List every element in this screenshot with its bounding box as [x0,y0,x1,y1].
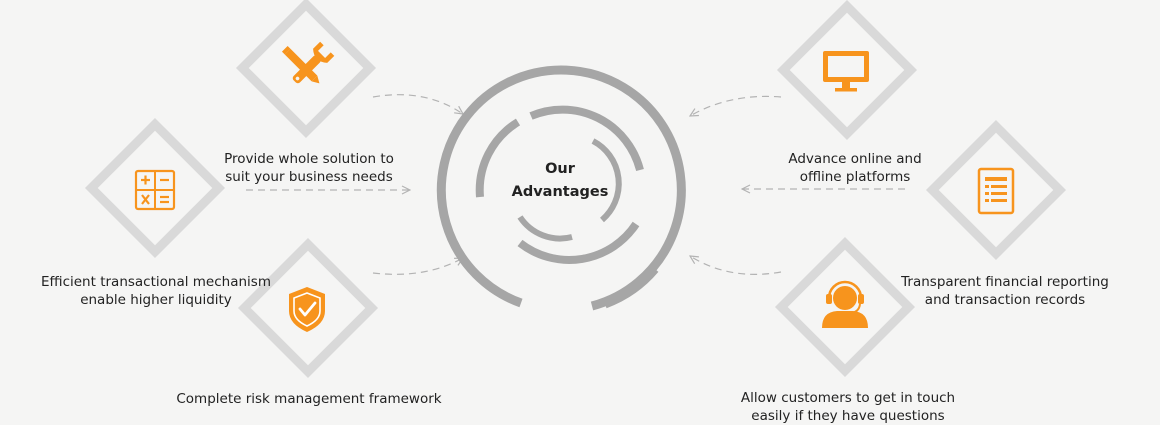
label-risk-management: Complete risk management framework [168,390,450,408]
diamond-monitor [776,0,918,141]
label-financial-reporting: Transparent financial reporting and tran… [888,273,1122,309]
diamond-headset [774,236,916,378]
monitor-icon [823,51,869,92]
label-line: enable higher liquidity [80,292,232,308]
arrow-tools [372,94,463,114]
diamond-calculator [84,117,226,259]
diamond-report [925,119,1067,261]
center-title: Our Advantages [495,158,625,204]
arrow-monitor [690,95,782,116]
wrench-icon [292,41,335,84]
shield-check-icon [289,287,325,332]
calculator-icon [134,169,176,211]
center-title-line-2: Advantages [511,184,609,200]
advantages-rings [436,65,686,311]
diamond-shield [237,237,379,379]
diamond-tools [235,0,377,139]
label-line: and transaction records [924,292,1086,308]
headset-user-icon [822,280,868,328]
label-line: Efficient transactional mechanism [41,274,271,290]
label-line: Provide whole solution to [224,151,394,167]
label-line: Allow customers to get in touch [740,390,956,406]
center-title-line-1: Our [545,161,575,177]
label-line: suit your business needs [225,169,393,185]
label-customer-contact: Allow customers to get in touch easily i… [730,389,966,425]
label-line: Advance online and [788,151,922,167]
arrow-headset [690,256,782,275]
label-transactional-mechanism: Efficient transactional mechanism enable… [28,273,284,309]
label-whole-solution: Provide whole solution to suit your busi… [208,150,410,186]
label-line: easily if they have questions [751,408,945,424]
label-line: offline platforms [799,169,911,185]
report-icon [977,167,1015,215]
label-online-offline: Advance online and offline platforms [770,150,940,186]
label-line: Complete risk management framework [176,391,442,407]
arrow-shield [372,258,463,275]
label-line: Transparent financial reporting [901,274,1109,290]
